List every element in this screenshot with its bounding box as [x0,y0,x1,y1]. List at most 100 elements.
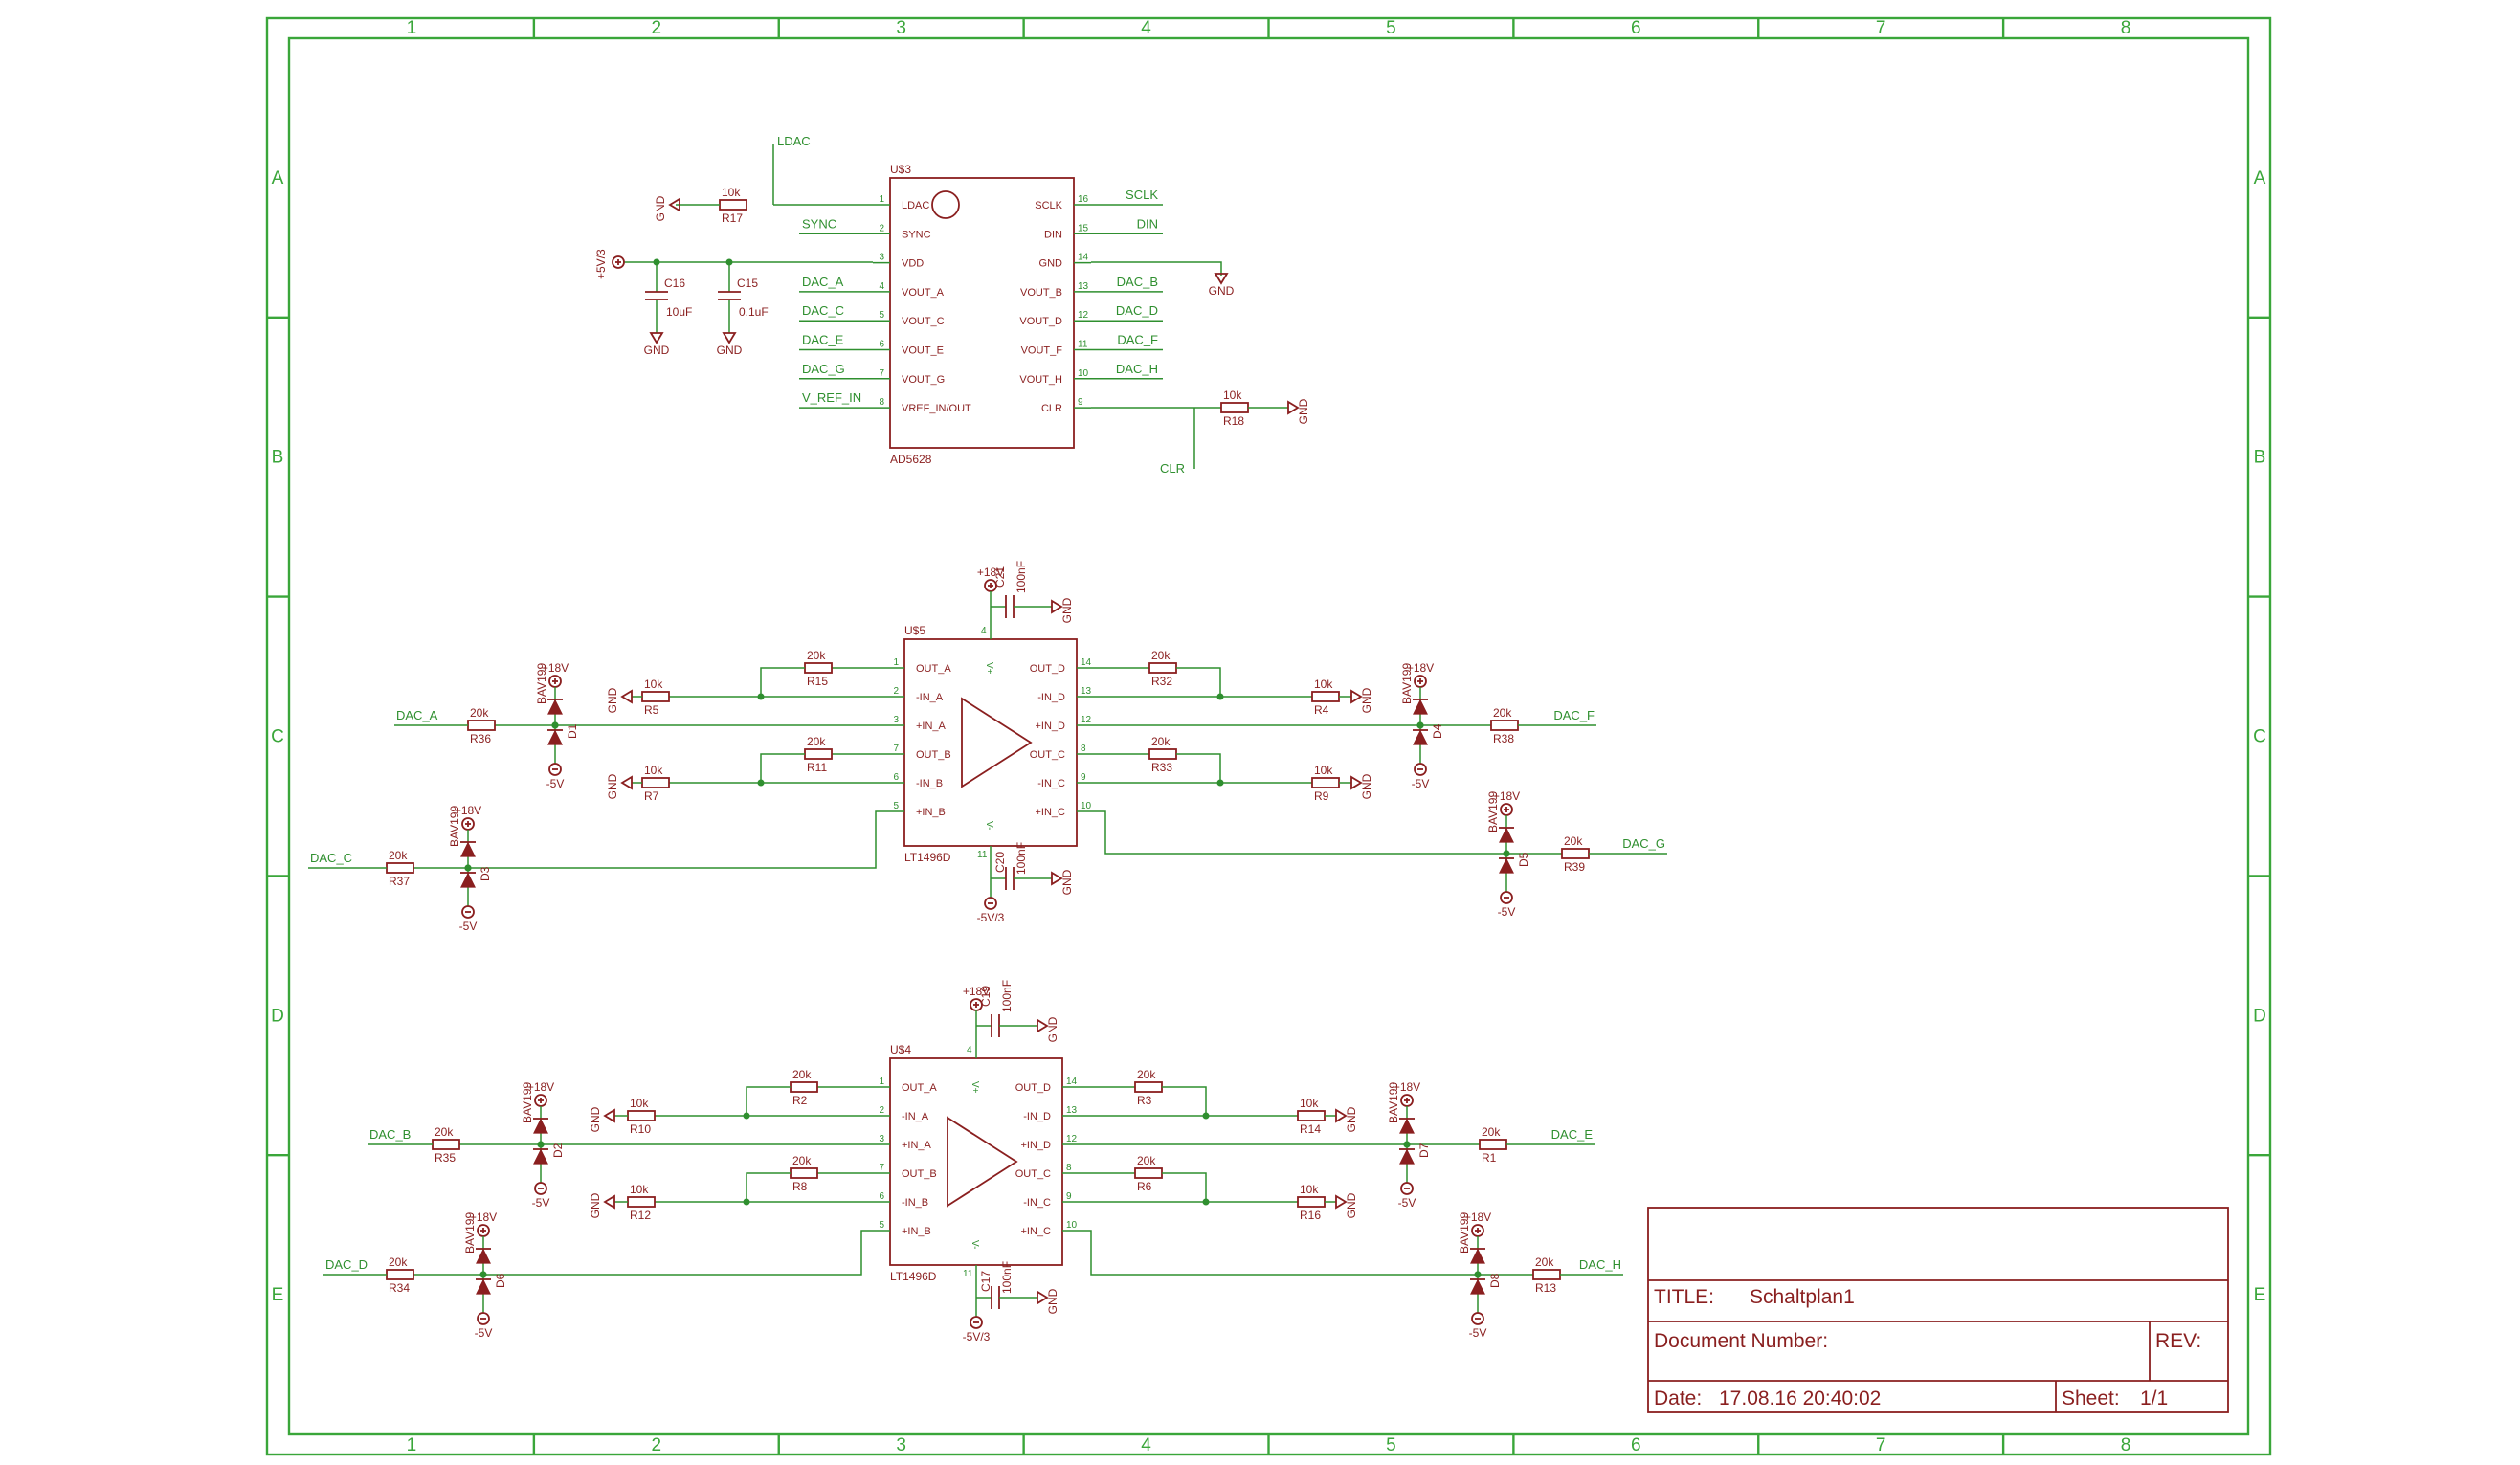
pin-number: 3 [893,715,899,725]
pin-number: 10 [1081,801,1092,811]
ground-arrow [620,775,633,790]
supply-label: +18V [1464,1210,1491,1224]
resistor-name: R7 [644,789,659,803]
pin-name: OUT_C [1030,749,1065,761]
opamp-ref: U$4 [890,1043,911,1056]
diode-triangle [1470,1248,1485,1264]
pin-name: -IN_D [1037,692,1065,703]
ground-symbol: GND [606,773,633,799]
supply-circle [548,763,562,776]
frame-column-label-top: 2 [652,18,662,38]
frame-row-label-left: C [271,727,284,747]
diode-triangle [476,1248,491,1264]
resistor-value: 20k [807,735,826,748]
pin-number: 2 [879,223,884,233]
supply-label-5v: +5V/3 [594,249,608,279]
title-block: TITLE: Schaltplan1 Document Number: REV:… [1647,1207,2229,1413]
pin-name: OUT_B [916,749,951,761]
capacitor-name: C16 [664,277,685,290]
resistor-name: R33 [1151,761,1172,774]
supply-circle [461,905,475,919]
supply-circle [1471,1312,1484,1325]
pin-number: 7 [879,368,884,379]
ground-arrow [1350,689,1363,704]
supply-negative: -5V/3 [963,1316,991,1343]
pin-number: 4 [967,1045,972,1055]
resistor-body [1297,1110,1326,1121]
net-label: V_REF_IN [802,390,861,405]
frame-column-label-bottom: 4 [1141,1435,1151,1455]
resistor-value: 20k [792,1068,812,1081]
pin-number: 3 [879,1134,884,1144]
resistor-value: 10k [1223,388,1242,402]
net-label: SYNC [802,216,836,231]
supply-negative: -5V [1412,763,1429,790]
pin-number: 13 [1081,686,1092,697]
wire [1080,1230,1533,1276]
frame-column-label-top: 3 [896,18,906,38]
pin-name: GND [1039,258,1063,270]
diode-part: BAV199 [463,1212,477,1254]
opamp-pin-13: 13 -IN_D [1037,686,1094,703]
opamp-pin-6: 6-IN_B [887,772,943,789]
resistor-body [641,691,670,702]
ground-arrow [722,332,737,344]
supply-negative: -5V [475,1312,492,1340]
capacitor-name: C15 [737,277,758,290]
pin-name: -IN_B [916,778,943,789]
pin-name: +IN_A [916,721,947,732]
supply-circle [477,1312,490,1325]
resistor-body [386,862,414,874]
ground-symbol: GND [1287,398,1310,424]
pin-name: VOUT_F [1021,345,1063,357]
supply-circle [1500,891,1513,904]
pin-name: -IN_B [902,1197,928,1209]
resistor-body [1134,1167,1163,1179]
resistor-body [790,1081,818,1093]
supply-positive: +18V [977,566,1004,592]
supply-label: -5V [546,777,565,790]
frame-column-label-bottom: 3 [896,1435,906,1455]
supply-circle [612,255,625,269]
opamp-pin-9: 9-IN_C [1023,1191,1080,1209]
frame-row-label-left: E [272,1285,284,1305]
net-label: DAC_E [1551,1127,1594,1142]
supply-circle [1414,763,1427,776]
supply-circle [984,897,997,910]
ground-arrow [1350,775,1363,790]
pin-number: 14 [1078,253,1089,263]
pin-name: OUT_C [1015,1168,1051,1180]
resistor-name: R14 [1300,1122,1321,1136]
net-label: DAC_A [802,275,844,289]
pin-number: 1 [879,194,884,205]
resistor-body [1479,1139,1507,1150]
resistor-value: 10k [722,186,741,199]
frame-column-label-top: 7 [1876,18,1886,38]
diode-triangle [533,1118,548,1134]
diode-triangle [1399,1148,1415,1165]
supply-negative: -5V [1398,1182,1416,1210]
ground-label: GND [1360,773,1373,799]
frame-column-label-top: 5 [1386,18,1396,38]
pin-number: 10 [1078,368,1089,379]
frame-column-label-bottom: 7 [1876,1435,1886,1455]
pin-name: +IN_B [916,807,946,818]
resistor-name: R11 [807,761,827,774]
diode-part: BAV199 [535,663,548,704]
wire [760,667,805,697]
resistor-name: R2 [792,1094,808,1107]
diode-part: BAV199 [1387,1082,1400,1123]
diode-name: D3 [479,866,492,881]
